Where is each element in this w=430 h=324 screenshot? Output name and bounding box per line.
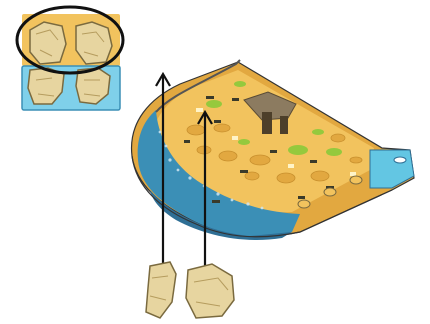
tile-legend-inset	[17, 7, 123, 110]
legend-stone-tile-top-right	[76, 22, 112, 64]
green-patch	[234, 81, 246, 87]
legend-stone-tile-top-left	[30, 22, 66, 64]
loose-tiles	[146, 262, 234, 318]
green-patch	[238, 139, 250, 145]
dark-post	[280, 116, 288, 134]
stone-tile	[146, 262, 176, 318]
green-patch	[206, 100, 222, 108]
game-board	[132, 60, 414, 240]
green-patch	[312, 129, 324, 135]
dark-post	[262, 112, 272, 134]
green-patch	[326, 148, 342, 156]
stone-tile	[186, 264, 234, 318]
tab-hole	[394, 157, 406, 163]
green-patch	[288, 145, 308, 155]
board-side-tab	[370, 150, 414, 188]
